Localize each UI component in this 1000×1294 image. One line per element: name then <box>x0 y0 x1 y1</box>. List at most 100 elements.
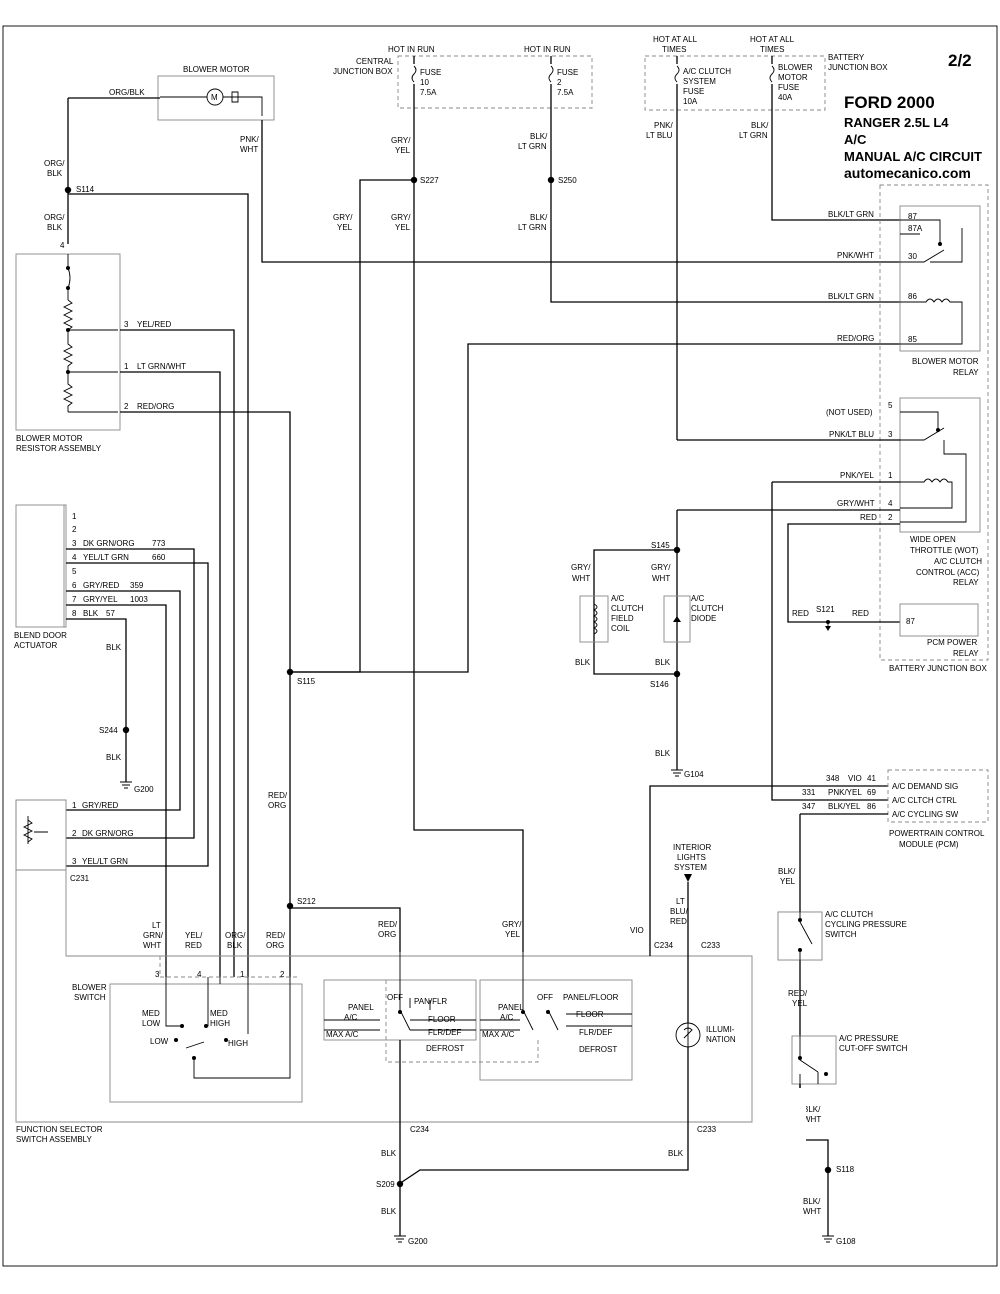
splice-s121-label: S121 <box>816 605 835 614</box>
blower-switch-label-2: SWITCH <box>74 993 106 1002</box>
title-make-year: FORD 2000 <box>844 93 935 112</box>
resistor-pin-3: 3 <box>124 320 129 329</box>
page-number: 2/2 <box>948 51 972 70</box>
splice-s114-label: S114 <box>76 185 95 194</box>
med-high-2: HIGH <box>210 1019 230 1028</box>
pcm-power-relay <box>899 603 979 637</box>
mode1-ac: A/C <box>344 1013 358 1022</box>
diode-3: DIODE <box>691 614 716 623</box>
wire-blk-11: BLK <box>381 1207 397 1216</box>
wire-ltgrn-2: LT GRN <box>739 131 768 140</box>
c231-pin-2-color: DK GRN/ORG <box>82 829 134 838</box>
bm-relay-pin-87a: 87A <box>908 224 923 233</box>
central-junction-box <box>397 55 593 109</box>
mode2-max-ac: MAX A/C <box>482 1030 515 1039</box>
c231-pin-3-color: YEL/LT GRN <box>82 857 128 866</box>
connector-c231: C231 <box>70 874 90 883</box>
wire-blk-3: BLK/ <box>530 213 548 222</box>
ground-g108-icon <box>822 1235 834 1243</box>
blend-pin-4-color: YEL/LT GRN <box>83 553 129 562</box>
c231-pin-1: 1 <box>72 801 77 810</box>
blend-pin-3-color: DK GRN/ORG <box>83 539 135 548</box>
wire-yel-6: YEL <box>780 877 796 886</box>
resistor-pin-1: 1 <box>124 362 129 371</box>
mode1-panel: PANEL <box>348 1003 374 1012</box>
splice-s115-label: S115 <box>297 677 316 686</box>
med-high-1: MED <box>210 1009 228 1018</box>
splice-s209 <box>396 1180 404 1188</box>
cycling-sw-1: A/C CLUTCH <box>825 910 873 919</box>
illumination-label-2: NATION <box>706 1035 736 1044</box>
clutch-fuse-icon <box>674 65 680 83</box>
wire-grn: GRN/ <box>143 931 164 940</box>
clutch-fuse-l2: SYSTEM <box>683 77 716 86</box>
fuse-2-l1: FUSE <box>557 68 578 77</box>
wot-pin-3: 3 <box>888 430 893 439</box>
splice-s209-label: S209 <box>376 1180 395 1189</box>
wire-gry-4: GRY/ <box>502 920 522 929</box>
fuse-10-l1: FUSE <box>420 68 441 77</box>
splice-s118-label: S118 <box>836 1165 855 1174</box>
mode1-max-ac: MAX A/C <box>326 1030 359 1039</box>
blend-door-actuator <box>15 504 65 628</box>
mode2-off: OFF <box>537 993 553 1002</box>
clutch-fuse-l4: 10A <box>683 97 698 106</box>
motor-symbol: M <box>211 93 218 102</box>
battery-junction-box-top <box>644 55 826 111</box>
title-site: automecanico.com <box>844 165 971 181</box>
battery-jb-label-1: BATTERY <box>828 53 865 62</box>
pcm-relay-label-2: RELAY <box>953 649 979 658</box>
blend-pin-5: 5 <box>72 567 77 576</box>
wire-wht-5: WHT <box>652 574 670 583</box>
central-jb-label-2: JUNCTION BOX <box>333 67 393 76</box>
cycling-sw-2: CYCLING PRESSURE <box>825 920 907 929</box>
pcm-label-2: MODULE (PCM) <box>899 840 959 849</box>
wot-pin-5: 5 <box>888 401 893 410</box>
mode2-floor: FLOOR <box>576 1010 604 1019</box>
blend-pin-6-circuit: 359 <box>130 581 144 590</box>
ac-clutch-diode <box>663 595 691 643</box>
wire-pnk-wht: PNK/WHT <box>837 251 874 260</box>
blower-motor-label: BLOWER MOTOR <box>183 65 250 74</box>
ground-g200-a-label: G200 <box>134 785 154 794</box>
mode2-panel: PANEL <box>498 1003 524 1012</box>
fuse-10-l2: 10 <box>420 78 429 87</box>
function-selector-label-2: SWITCH ASSEMBLY <box>16 1135 93 1144</box>
interior-lights-3: SYSTEM <box>674 863 707 872</box>
mode2-defrost: DEFROST <box>579 1045 617 1054</box>
ac-clutch-field-coil <box>579 595 609 643</box>
ac-pressure-cutoff-switch <box>791 1035 837 1085</box>
pcm-c1-pin: 41 <box>867 774 876 783</box>
wire-gry-5: GRY/ <box>571 563 591 572</box>
wire-wht-2: WHT <box>240 145 258 154</box>
resistor-pin-3-color: YEL/RED <box>137 320 171 329</box>
blend-pin-7-color: GRY/YEL <box>83 595 118 604</box>
page-frame <box>2 25 998 1267</box>
wire-gry-1: GRY/ <box>391 136 411 145</box>
title-system: A/C <box>844 132 867 147</box>
pcm-c3-label: A/C CYCLING SW <box>892 810 959 819</box>
blend-pin-3: 3 <box>72 539 77 548</box>
blend-label-2: ACTUATOR <box>14 641 57 650</box>
wire-org-1: ORG/ <box>44 159 65 168</box>
wire-red-8: RED <box>852 609 869 618</box>
mode2-ac: A/C <box>500 1013 514 1022</box>
wire-blk-ltgrn-2: BLK/LT GRN <box>828 292 874 301</box>
ground-g108-label: G108 <box>836 1237 856 1246</box>
wire-vio: VIO <box>630 926 644 935</box>
blend-pin-3-circuit: 773 <box>152 539 166 548</box>
splice-s212-label: S212 <box>297 897 316 906</box>
fuse-2-l3: 7.5A <box>557 88 574 97</box>
wire-pnk-yel-1: PNK/YEL <box>840 471 874 480</box>
blower-switch-pin-1: 1 <box>240 970 245 979</box>
blend-pin-7-circuit: 1003 <box>130 595 148 604</box>
cutoff-sw-1: A/C PRESSURE <box>839 1034 899 1043</box>
pcm-c3-pin: 86 <box>867 802 876 811</box>
coil-icon <box>592 603 598 635</box>
diode-icon <box>673 615 681 622</box>
wire-red-7: RED <box>792 609 809 618</box>
wot-pin-4: 4 <box>888 499 893 508</box>
wire-pnk-ltblu: PNK/LT BLU <box>829 430 874 439</box>
wire-blk-12: BLK <box>575 658 591 667</box>
wire-org-6: ORG <box>266 941 284 950</box>
